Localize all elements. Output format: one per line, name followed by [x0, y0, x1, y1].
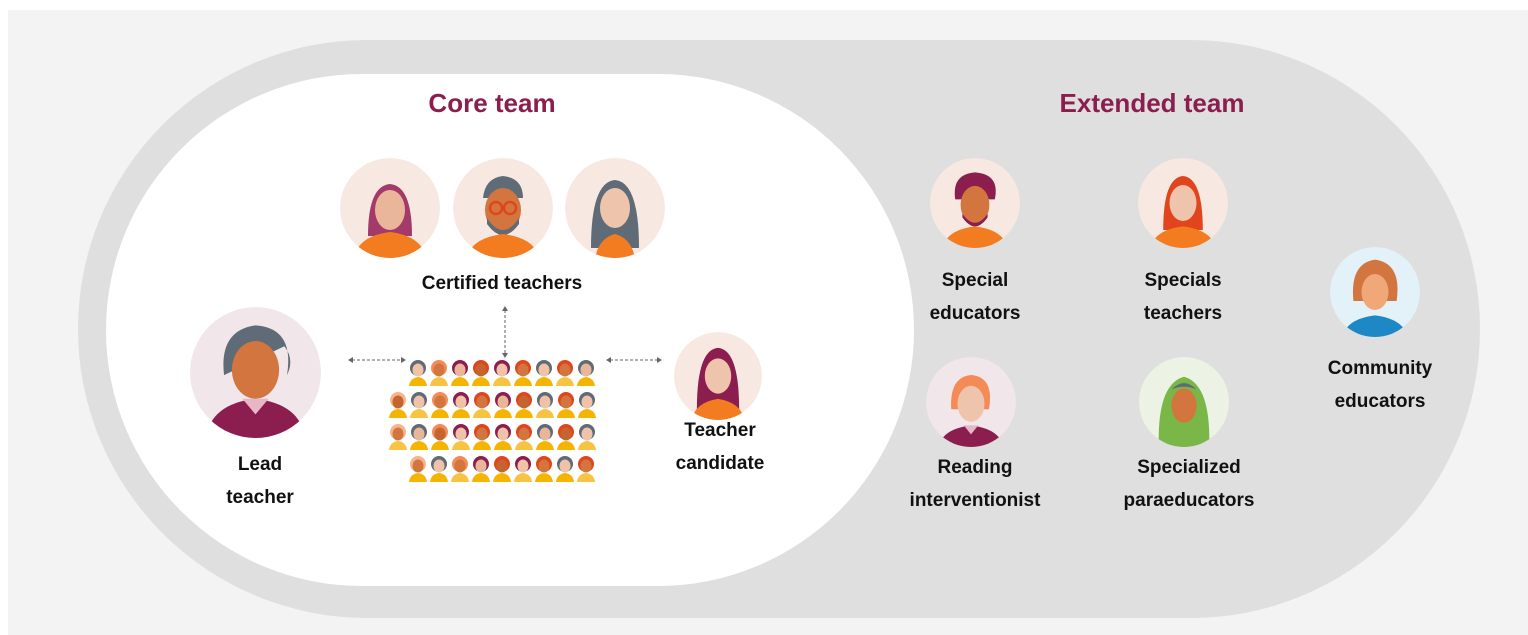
student-figure [494, 424, 512, 450]
student-figure [409, 360, 427, 386]
community-educators-label: Community educators [1327, 358, 1433, 412]
arrow-candidate-to-students [606, 357, 662, 363]
student-figure [578, 392, 596, 418]
certified-teachers-label: Certified teachers [421, 273, 583, 294]
reading-interventionist-avatar [926, 357, 1016, 447]
student-figure [577, 456, 595, 482]
student-figure [493, 456, 511, 482]
special-educators-avatar [930, 158, 1020, 248]
certified-teacher-avatar-2 [453, 158, 553, 258]
student-figure [535, 456, 553, 482]
student-figure [452, 392, 470, 418]
special-educators-label: Special educators [929, 270, 1021, 324]
student-figure [410, 392, 428, 418]
certified-teacher-avatar-3 [565, 158, 665, 258]
teacher-candidate-avatar [674, 332, 762, 420]
reading-interventionist-label: Reading interventionist [909, 457, 1041, 511]
student-figure [515, 392, 533, 418]
student-figure [473, 392, 491, 418]
student-figure [556, 360, 574, 386]
student-figure [472, 456, 490, 482]
student-figure [514, 456, 532, 482]
student-figure [472, 360, 490, 386]
student-figure [556, 456, 574, 482]
core-team-title: Core team [428, 88, 556, 118]
student-figure [535, 360, 553, 386]
student-figure [515, 424, 533, 450]
arrow-certified-to-students [502, 306, 508, 358]
arrow-lead-to-students [348, 357, 406, 363]
student-figure [451, 456, 469, 482]
student-figure [536, 424, 554, 450]
student-figure [431, 392, 449, 418]
student-figure [493, 360, 511, 386]
student-figure [451, 360, 469, 386]
student-figure [494, 392, 512, 418]
student-figure [557, 424, 575, 450]
certified-teacher-avatar-1 [340, 158, 440, 258]
student-figure [536, 392, 554, 418]
student-figure [452, 424, 470, 450]
student-figure [578, 424, 596, 450]
extended-team-title: Extended team [1059, 88, 1245, 118]
lead-teacher-avatar [190, 307, 321, 438]
student-figure [431, 424, 449, 450]
student-figure [409, 456, 427, 482]
students-group [389, 360, 596, 482]
specials-teachers-avatar [1138, 158, 1228, 248]
student-figure [514, 360, 532, 386]
student-figure [389, 392, 407, 418]
student-figure [389, 424, 407, 450]
community-educators-avatar [1330, 247, 1420, 337]
student-figure [430, 360, 448, 386]
lead-teacher-label: Lead teacher [226, 454, 294, 508]
specialized-paraeducators-avatar [1139, 357, 1229, 447]
student-figure [473, 424, 491, 450]
teacher-candidate-label: Teacher candidate [675, 420, 765, 474]
specialized-paraeducators-label: Specialized paraeducators [1123, 457, 1255, 511]
student-figure [430, 456, 448, 482]
specials-teachers-label: Specials teachers [1143, 270, 1223, 324]
student-figure [410, 424, 428, 450]
student-figure [557, 392, 575, 418]
student-figure [577, 360, 595, 386]
